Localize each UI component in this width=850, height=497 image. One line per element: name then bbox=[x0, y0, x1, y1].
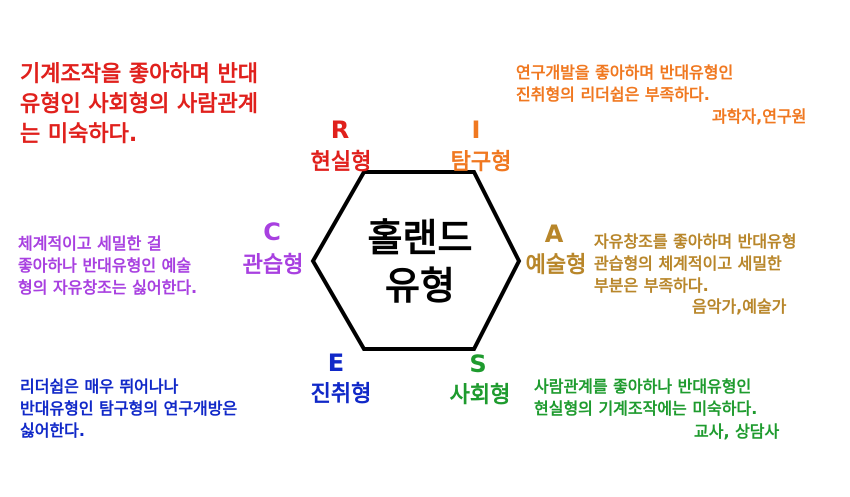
type-a-desc-line: 부분은 부족하다. bbox=[594, 276, 709, 295]
center-title-line1: 홀랜드 bbox=[367, 216, 473, 260]
type-i-letter: I bbox=[471, 116, 481, 144]
type-c-desc-line: 형의 자유창조는 싫어한다. bbox=[18, 278, 198, 297]
type-s-description: 사람관계를 좋아하나 반대유형인 현실형의 기계조작에는 미숙하다. bbox=[534, 376, 757, 420]
type-r-description: 기계조작을 좋아하며 반대 유형인 사회형의 사람관계 는 미숙하다. bbox=[20, 60, 258, 150]
type-e-desc-line: 리더쉽은 매우 뛰어나나 bbox=[20, 377, 179, 396]
type-a-description: 자유창조를 좋아하며 반대유형 관습형의 체계적이고 세밀한 부분은 부족하다. bbox=[594, 231, 797, 297]
type-e-desc-line: 반대유형인 탐구형의 연구개방은 bbox=[20, 399, 238, 418]
type-a-desc-line: 관습형의 체계적이고 세밀한 bbox=[594, 254, 782, 273]
type-s-jobs: 교사, 상담사 bbox=[694, 422, 780, 441]
type-i-jobs: 과학자,연구원 bbox=[712, 107, 807, 126]
type-e-description: 리더쉽은 매우 뛰어나나 반대유형인 탐구형의 연구개방은 싫어한다. bbox=[20, 376, 237, 442]
type-e-name: 진취형 bbox=[310, 382, 372, 407]
hexagon-shape bbox=[310, 170, 522, 351]
type-a-name: 예술형 bbox=[525, 253, 587, 278]
type-e-letter: E bbox=[327, 349, 345, 377]
type-a-desc-line: 자유창조를 좋아하며 반대유형 bbox=[594, 232, 797, 251]
type-s-letter: S bbox=[469, 350, 487, 378]
type-a-jobs: 음악가,예술가 bbox=[692, 297, 787, 316]
type-r-letter: R bbox=[330, 116, 350, 144]
type-r-desc-line: 는 미숙하다. bbox=[20, 122, 138, 147]
type-c-description: 체계적이고 세밀한 걸 좋아하나 반대유형인 예술 형의 자유창조는 싫어한다. bbox=[18, 233, 197, 299]
type-r-desc-line: 유형인 사회형의 사람관계 bbox=[20, 92, 258, 117]
type-i-desc-line: 연구개발을 좋아하며 반대유형인 bbox=[516, 63, 734, 82]
type-c-desc-line: 체계적이고 세밀한 걸 bbox=[18, 234, 162, 253]
type-c-letter: C bbox=[263, 218, 281, 246]
type-i-desc-line: 진취형의 리더쉽은 부족하다. bbox=[516, 85, 710, 104]
type-c-desc-line: 좋아하나 반대유형인 예술 bbox=[18, 256, 192, 275]
type-r-name: 현실형 bbox=[310, 150, 372, 175]
type-e-desc-line: 싫어한다. bbox=[20, 421, 85, 440]
center-title-line2: 유형 bbox=[385, 264, 455, 308]
type-s-desc-line: 사람관계를 좋아하나 반대유형인 bbox=[534, 377, 752, 396]
type-i-description: 연구개발을 좋아하며 반대유형인 진취형의 리더쉽은 부족하다. bbox=[516, 62, 733, 106]
type-c-name: 관습형 bbox=[242, 253, 304, 278]
type-r-desc-line: 기계조작을 좋아하며 반대 bbox=[20, 62, 258, 87]
type-s-name: 사회형 bbox=[449, 383, 511, 408]
type-a-letter: A bbox=[544, 220, 564, 248]
type-s-desc-line: 현실형의 기계조작에는 미숙하다. bbox=[534, 399, 758, 418]
type-i-name: 탐구형 bbox=[450, 150, 512, 175]
center-title: 홀랜드 유형 bbox=[340, 214, 500, 310]
